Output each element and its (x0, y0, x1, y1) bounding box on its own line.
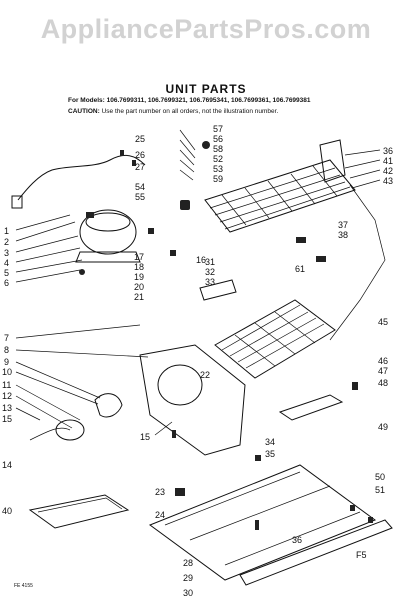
corner-code: F5 (356, 550, 367, 560)
callout-5: 5 (4, 268, 9, 278)
callout-32: 32 (205, 267, 215, 277)
callout-30: 30 (183, 588, 193, 598)
evaporator-coil (199, 279, 336, 379)
callout-20: 20 (134, 282, 144, 292)
callout-16: 16 (196, 255, 206, 265)
callout-8: 8 (4, 345, 9, 355)
callout-53: 53 (213, 164, 223, 174)
callout-23: 23 (155, 487, 165, 497)
callout-42: 42 (383, 166, 393, 176)
compressor (75, 209, 141, 263)
callout-17: 17 (134, 252, 144, 262)
model-list: For Models: 106.7699311, 106.7699321, 10… (68, 97, 311, 104)
callout-33: 33 (205, 277, 215, 287)
callout-51: 51 (375, 485, 385, 495)
callout-61: 61 (295, 264, 305, 274)
callout-15-center: 15 (140, 432, 150, 442)
callout-56: 56 (213, 134, 223, 144)
callout-13: 13 (2, 403, 12, 413)
diagram-title: UNIT PARTS (165, 82, 247, 96)
condenser-coil (204, 139, 386, 341)
watermark: AppliancePartsPros.com (40, 14, 372, 44)
callout-18: 18 (134, 262, 144, 272)
callout-22: 22 (200, 370, 210, 380)
callout-1: 1 (4, 226, 9, 236)
drain-trough (278, 394, 344, 421)
callout-58: 58 (213, 144, 223, 154)
callout-52: 52 (213, 154, 223, 164)
callout-21: 21 (134, 292, 144, 302)
callout-12: 12 (2, 391, 12, 401)
callout-6: 6 (4, 278, 9, 288)
callout-35: 35 (265, 449, 275, 459)
callout-2: 2 (4, 237, 9, 247)
callout-27: 27 (135, 162, 145, 172)
power-cord (11, 154, 146, 209)
base-frame (148, 464, 393, 586)
callout-55: 55 (135, 192, 145, 202)
callout-40: 40 (2, 506, 12, 516)
caution-note: CAUTION: Use the part number on all orde… (68, 108, 278, 115)
callout-26: 26 (135, 150, 145, 160)
callout-4: 4 (4, 258, 9, 268)
caution-text: Use the part number on all orders, not t… (101, 108, 279, 115)
callout-45: 45 (378, 317, 388, 327)
callout-54: 54 (135, 182, 145, 192)
callout-46: 46 (378, 356, 388, 366)
callout-41: 41 (383, 156, 393, 166)
callout-49: 49 (378, 422, 388, 432)
callout-59: 59 (213, 174, 223, 184)
callout-36-top: 36 (383, 146, 393, 156)
callout-28: 28 (183, 558, 193, 568)
callout-48: 48 (378, 378, 388, 388)
callout-24: 24 (155, 510, 165, 520)
fan-shroud (139, 344, 246, 456)
callout-15-left: 15 (2, 414, 12, 424)
callout-57: 57 (213, 124, 223, 134)
callout-19: 19 (134, 272, 144, 282)
callout-25: 25 (135, 134, 145, 144)
callout-11: 11 (2, 380, 11, 390)
caution-label: CAUTION: (68, 108, 100, 115)
small-parts (79, 141, 373, 530)
callout-31: 31 (205, 257, 215, 267)
leader-lines (15, 129, 381, 436)
callout-3: 3 (4, 248, 9, 258)
callout-38: 38 (338, 230, 348, 240)
callout-7: 7 (4, 333, 9, 343)
callout-34: 34 (265, 437, 275, 447)
fan-motor (29, 393, 123, 441)
callout-43: 43 (383, 176, 393, 186)
callout-36-bottom: 36 (292, 535, 302, 545)
callout-14: 14 (2, 460, 12, 470)
callout-9: 9 (4, 357, 9, 367)
drain-pan (28, 494, 130, 529)
reference-code: FE 4155 (14, 583, 33, 589)
callout-29: 29 (183, 573, 193, 583)
callout-47: 47 (378, 366, 388, 376)
callout-50: 50 (375, 472, 385, 482)
callout-37: 37 (338, 220, 348, 230)
callout-10: 10 (2, 367, 12, 377)
